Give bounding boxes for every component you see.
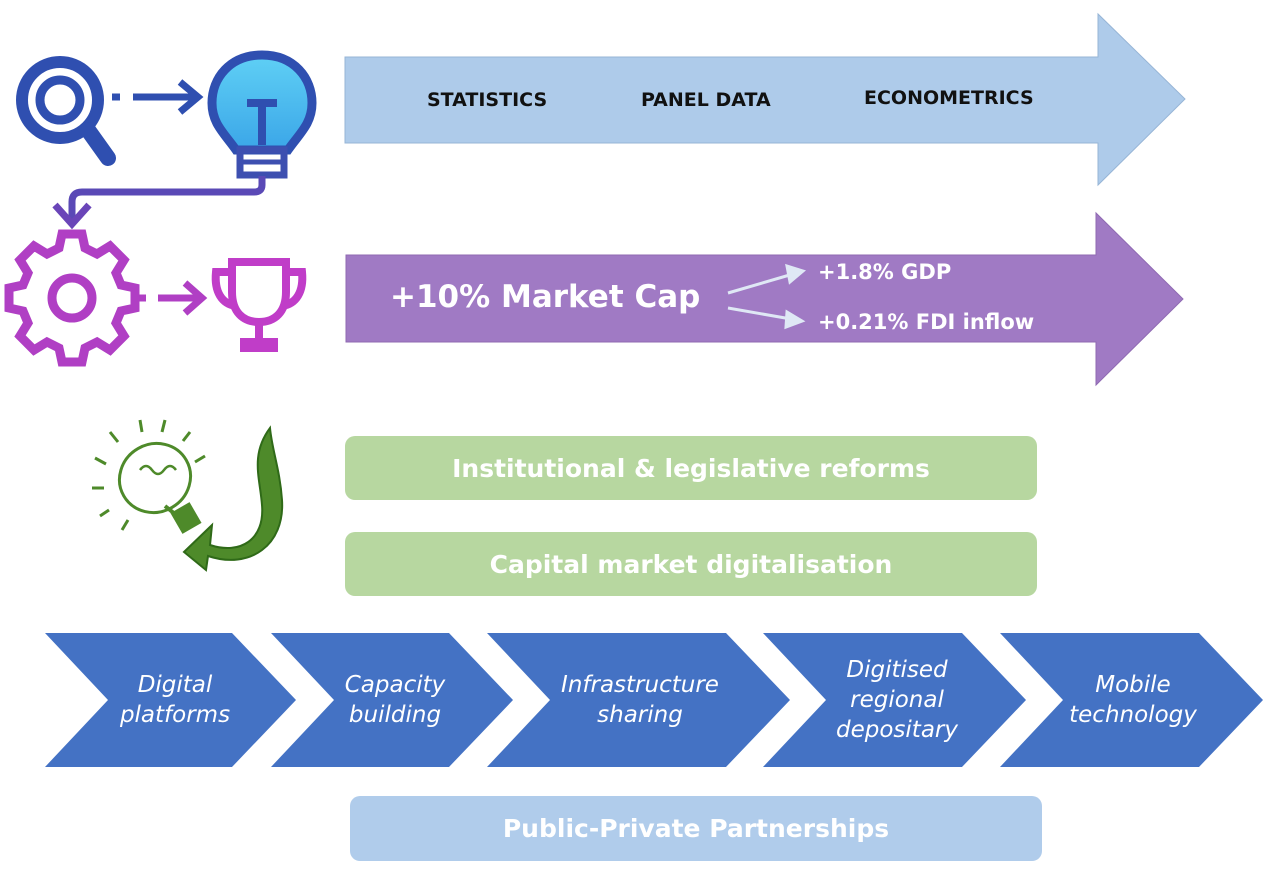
chevron-line: sharing <box>597 702 683 728</box>
chevron-line: building <box>348 702 442 728</box>
gdp-effect-label: +1.8% GDP <box>818 260 952 284</box>
top-arrow-shape <box>344 12 1186 187</box>
connector-line-icon <box>68 176 266 222</box>
chevron-infrastructure-sharing: Infrastructure sharing <box>545 640 735 760</box>
effect-arrows <box>727 263 807 330</box>
top-arrow-label-panel-data: PANEL DATA <box>641 89 771 111</box>
purple-arrow-shape <box>345 211 1184 387</box>
idea-bulb-icon <box>92 419 206 534</box>
fdi-effect-label: +0.21% FDI inflow <box>818 310 1035 334</box>
market-cap-label: +10% Market Cap <box>390 279 701 315</box>
digitalisation-box-label: Capital market digitalisation <box>489 549 893 579</box>
chevron-line: regional <box>850 687 944 713</box>
chevron-line: technology <box>1069 702 1197 728</box>
reforms-box: Institutional & legislative reforms <box>345 436 1037 500</box>
chevron-capacity-building: Capacity building <box>320 640 470 760</box>
ppp-box: Public-Private Partnerships <box>350 796 1042 861</box>
chevron-line: Digital <box>137 672 213 698</box>
chevron-row <box>45 633 1263 767</box>
chevron-mobile-technology: Mobile technology <box>1058 640 1208 760</box>
chevron-line: Capacity <box>344 672 446 698</box>
magnifier-icon <box>16 56 116 166</box>
ppp-box-label: Public-Private Partnerships <box>502 814 890 843</box>
trophy-icon <box>211 258 307 352</box>
chevron-line: Infrastructure <box>561 672 719 698</box>
chevron-digital-platforms: Digital platforms <box>100 640 250 760</box>
chevron-line: platforms <box>119 702 231 728</box>
digitalisation-box: Capital market digitalisation <box>345 532 1037 596</box>
top-arrow-label-statistics: STATISTICS <box>427 89 548 111</box>
dash-arrow-top-icon <box>112 79 204 115</box>
gear-icon <box>4 229 140 367</box>
curved-arrow-icon <box>182 425 284 572</box>
chevron-digitised-regional-depositary: Digitised regional depositary <box>822 640 972 760</box>
dash-arrow-bottom-icon <box>138 280 208 316</box>
reforms-box-label: Institutional & legislative reforms <box>452 453 930 483</box>
chevron-line: depositary <box>836 717 958 743</box>
connector-arrowhead-icon <box>52 202 92 230</box>
chevron-line: Mobile <box>1095 672 1171 698</box>
chevron-line: Digitised <box>846 657 948 683</box>
top-arrow-label-econometrics: ECONOMETRICS <box>864 87 1034 109</box>
lightbulb-icon <box>207 50 317 179</box>
